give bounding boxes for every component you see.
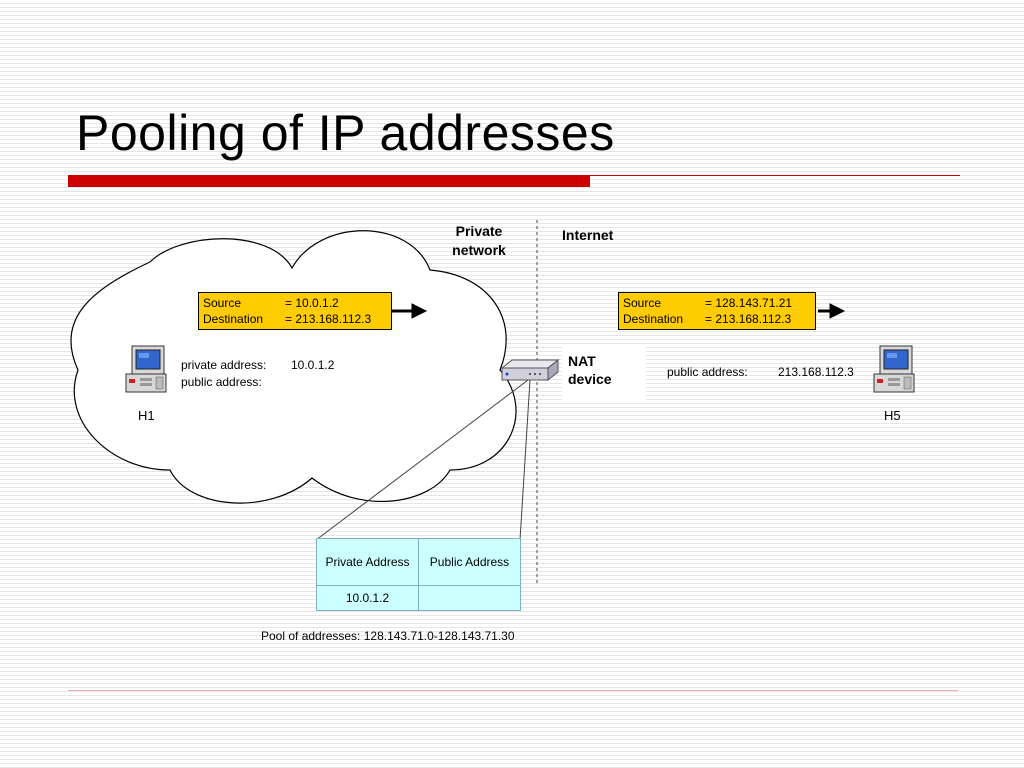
source-value: = 128.143.71.21 <box>705 296 793 310</box>
title-underline-red <box>68 175 590 187</box>
internet-label: Internet <box>562 227 614 243</box>
h5-label: H5 <box>884 408 901 423</box>
private-network-label: Private network <box>452 223 506 258</box>
footer-rule <box>68 690 958 691</box>
h1-public-address-label: public address: <box>181 375 262 389</box>
table-cell-private: 10.0.1.2 <box>316 585 419 611</box>
title-underline-thin <box>590 175 960 176</box>
computer-h1-icon <box>125 345 167 393</box>
table-header-public: Public Address <box>418 538 521 586</box>
destination-label: Destination <box>623 312 684 326</box>
h5-public-address-value: 213.168.112.3 <box>778 365 854 379</box>
address-pool-text: Pool of addresses: 128.143.71.0-128.143.… <box>261 629 515 643</box>
nat-device-label: NAT device <box>568 353 612 387</box>
slide-title: Pooling of IP addresses <box>76 105 615 161</box>
source-label: Source <box>203 296 242 310</box>
h1-private-address-value: 10.0.1.2 <box>291 358 335 372</box>
h5-public-address-label: public address: <box>667 365 748 379</box>
private-network-cloud <box>70 230 517 504</box>
arrow-private <box>392 303 428 319</box>
connector-line-right <box>519 379 531 541</box>
destination-value: = 213.168.112.3 <box>705 312 792 326</box>
packet-header-public: Source = 128.143.71.21 Destination = 213.1… <box>618 292 816 330</box>
source-value: = 10.0.1.2 <box>285 296 339 310</box>
table-cell-public <box>418 585 521 611</box>
nat-label-backdrop <box>562 346 646 402</box>
router-icon <box>500 358 560 382</box>
table-header-private: Private Address <box>316 538 419 586</box>
connector-line-left <box>315 379 529 541</box>
computer-h5-icon <box>873 345 915 393</box>
table-row: 10.0.1.2 <box>316 585 521 611</box>
source-label: Source <box>623 296 662 310</box>
packet-header-private: Source = 10.0.1.2 Destination = 213.168.11… <box>198 292 392 330</box>
destination-label: Destination <box>203 312 264 326</box>
arrow-public <box>818 303 846 319</box>
h1-private-address-label: private address: <box>181 358 267 372</box>
h1-label: H1 <box>138 408 155 423</box>
destination-value: = 213.168.112.3 <box>285 312 372 326</box>
nat-translation-table: Private Address Public Address 10.0.1.2 <box>316 538 521 611</box>
